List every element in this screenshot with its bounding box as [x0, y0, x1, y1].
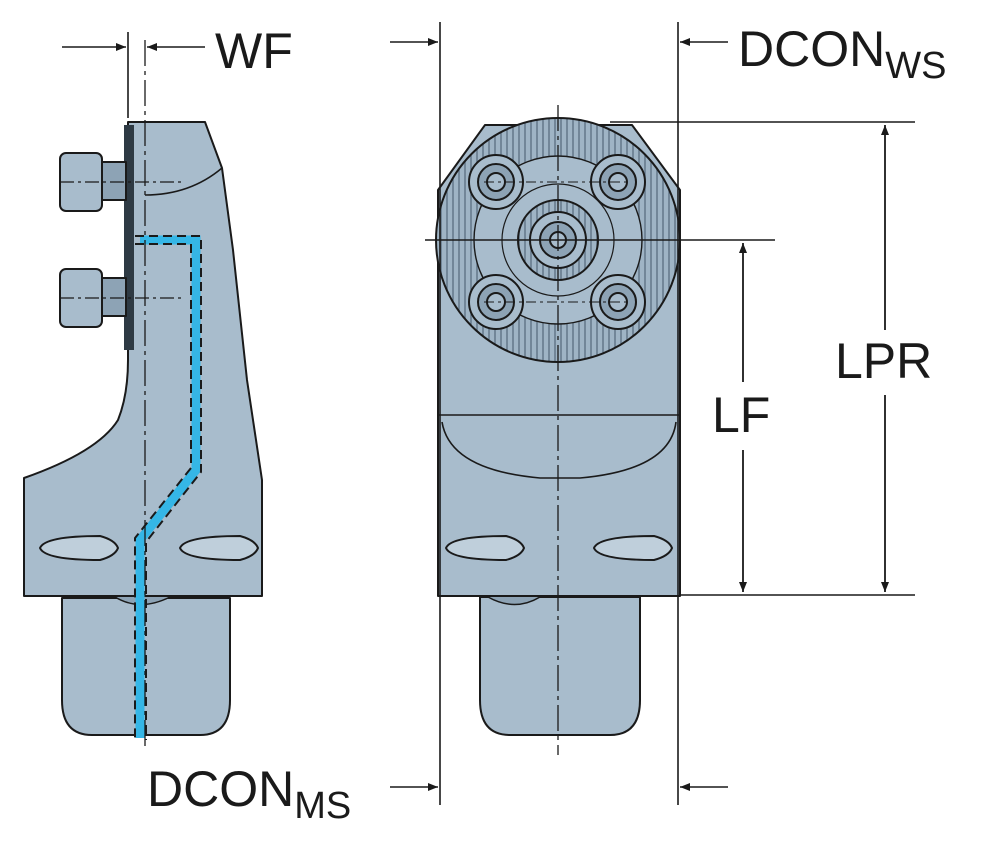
side-body	[23, 121, 263, 597]
disc-bolt-bottom-left	[468, 274, 524, 330]
coolant-channel-outline-a	[135, 235, 202, 740]
side-flange	[124, 125, 134, 350]
dcon-ms-label: DCONMS	[147, 761, 351, 827]
coolant-channel-outline-b	[134, 243, 192, 740]
front-bump	[487, 596, 541, 606]
side-view	[23, 40, 263, 748]
disc-bolt-top-left	[468, 154, 524, 210]
front-bottom-arc	[441, 421, 677, 479]
coolant-channel	[135, 235, 201, 738]
front-view	[425, 105, 775, 755]
dcon-ws-label: DCONWS	[738, 21, 946, 87]
lpr-label: LPR	[835, 333, 932, 389]
side-top-curve	[144, 167, 223, 196]
side-slot-right	[179, 535, 259, 561]
side-shank	[61, 597, 231, 736]
wf-label: WF	[215, 23, 293, 79]
front-shank	[479, 596, 641, 736]
lf-label: LF	[712, 387, 770, 443]
length-extension-lines	[610, 121, 915, 596]
front-slot-left	[445, 535, 525, 561]
side-slot-left	[39, 535, 119, 561]
dcon-extension-lines	[439, 22, 679, 805]
wf-dimension	[62, 32, 205, 118]
front-slot-right	[593, 535, 673, 561]
